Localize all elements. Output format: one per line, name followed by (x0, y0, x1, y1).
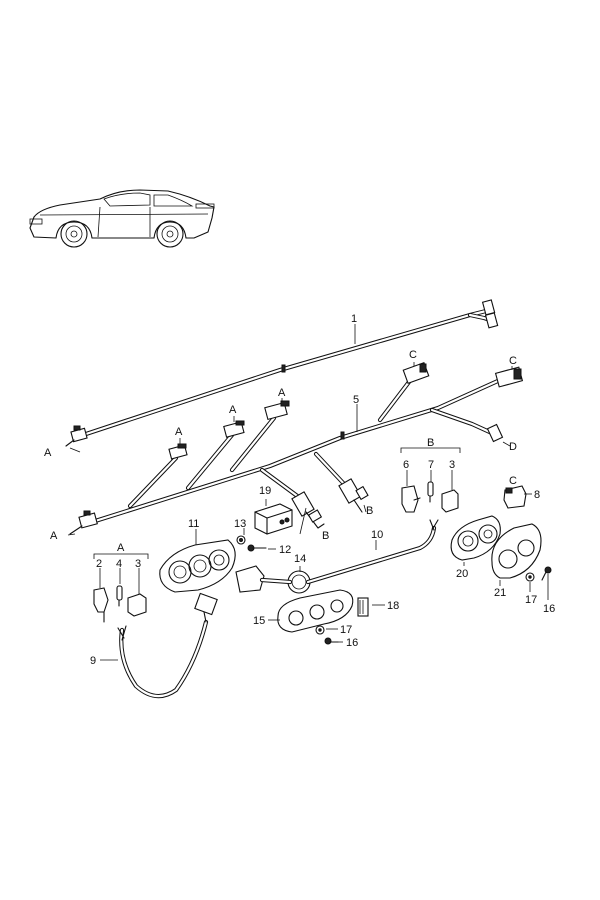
lens-18 (357, 597, 369, 617)
callout-3-b: 3 (449, 459, 455, 471)
part-8 (503, 485, 527, 509)
letter-c-1: C (409, 349, 417, 361)
connector-c-1 (402, 361, 430, 385)
letter-a-3: A (229, 404, 237, 416)
lamp-housing-20 (450, 515, 501, 561)
nut-13 (236, 535, 246, 545)
connector-harness1-a (65, 425, 88, 447)
lamp-14 (235, 565, 311, 594)
callout-8: 8 (534, 489, 540, 501)
callout-1: 1 (351, 313, 357, 325)
socket-2 (93, 587, 109, 623)
letter-c-2: C (509, 355, 517, 367)
cap-3-b (441, 489, 459, 513)
letter-a-1: A (44, 447, 52, 459)
cover-plate-15 (277, 589, 354, 633)
callout-4: 4 (116, 558, 122, 570)
callout-16-center: 16 (346, 637, 358, 649)
letter-d: D (509, 441, 517, 453)
callout-19: 19 (259, 485, 271, 497)
wiring-harness-1 (65, 299, 499, 447)
connector-d (486, 423, 504, 443)
callout-17-center: 17 (340, 624, 352, 636)
callout-13: 13 (234, 518, 246, 530)
group-label-b: B (427, 437, 434, 449)
callout-20: 20 (456, 568, 468, 580)
connector-a-3 (264, 400, 290, 421)
letter-a-2: A (175, 426, 183, 438)
wiring-harness-5 (69, 361, 524, 535)
bulb-4 (116, 585, 123, 607)
connector-b-1 (291, 491, 325, 529)
callout-12: 12 (279, 544, 291, 556)
callout-3-a: 3 (135, 558, 141, 570)
callout-10: 10 (371, 529, 383, 541)
screw-12 (247, 544, 267, 552)
callout-21: 21 (494, 587, 506, 599)
callout-17-right: 17 (525, 594, 537, 606)
callout-2: 2 (96, 558, 102, 570)
group-b-parts (400, 447, 461, 513)
callout-14: 14 (294, 553, 306, 565)
callout-15: 15 (253, 615, 265, 627)
letter-a-5: A (50, 530, 58, 542)
socket-6 (401, 485, 421, 513)
callout-6: 6 (403, 459, 409, 471)
callout-18: 18 (387, 600, 399, 612)
car-illustration (29, 189, 215, 248)
relay-19 (254, 503, 293, 535)
cover-plate-21 (491, 523, 542, 579)
callout-7: 7 (428, 459, 434, 471)
leader-lines (67, 324, 549, 661)
group-a-parts (93, 553, 149, 623)
wire-9 (117, 592, 218, 699)
screw-16-center (324, 637, 339, 645)
washer-17-right (525, 572, 535, 582)
bulb-7 (427, 481, 434, 503)
callout-5: 5 (353, 394, 359, 406)
connector-a-left (69, 510, 98, 535)
cable-10 (305, 519, 439, 585)
connector-letters: A A A A A B B C C D A B C (44, 349, 517, 554)
callout-11: 11 (188, 518, 199, 530)
cap-3 (127, 593, 147, 617)
washer-17-center (315, 625, 325, 635)
connector-c-2 (494, 366, 524, 388)
callout-9: 9 (90, 655, 96, 667)
callout-16-right: 16 (543, 603, 555, 615)
callout-numbers: 1 5 19 11 13 12 14 10 15 17 16 18 9 2 4 … (90, 313, 555, 667)
connector-b-2 (338, 478, 369, 513)
lamp-housing-11 (159, 539, 236, 593)
letter-a-4: A (278, 387, 286, 399)
letter-b-1: B (322, 530, 329, 542)
screw-16-right (541, 566, 552, 581)
connector-a-2 (223, 420, 245, 438)
connector-harness1-end-a (481, 299, 499, 329)
letter-b-2: B (366, 505, 373, 517)
group-label-a: A (117, 542, 125, 554)
group-label-c: C (509, 475, 517, 487)
connector-a-1 (168, 443, 188, 460)
